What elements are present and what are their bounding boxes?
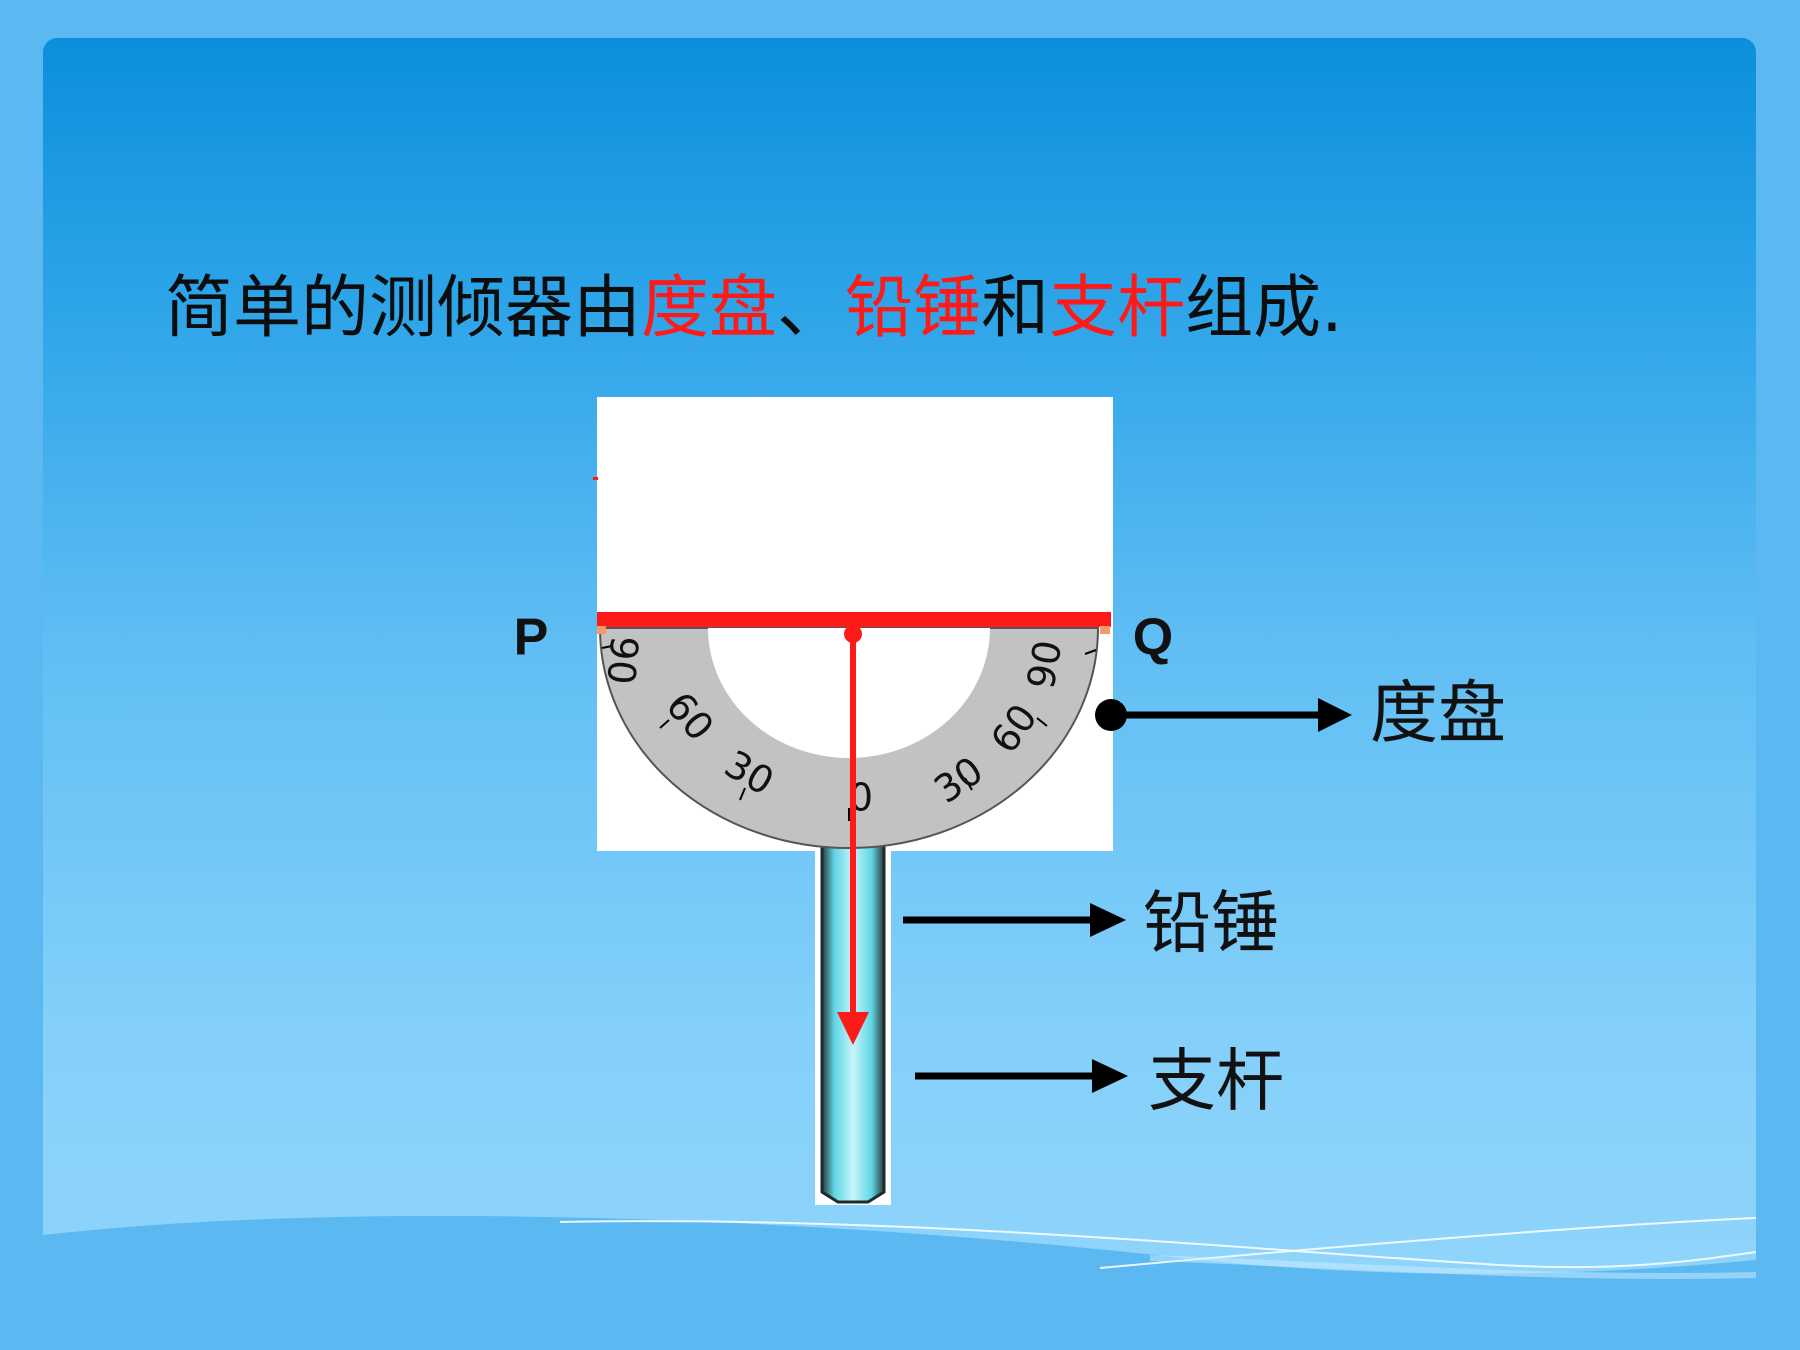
red-tick-mark xyxy=(593,477,598,480)
plumb-callout: 铅锤 xyxy=(903,885,1279,964)
title-term-plumb: 铅锤 xyxy=(845,269,982,348)
scale-right-90: 90 xyxy=(1019,637,1071,692)
rod-callout: 支杆 xyxy=(915,1043,1284,1122)
title-part-1: 简单的测倾器由 xyxy=(165,269,642,348)
dial-label: 度盘 xyxy=(1370,675,1506,754)
bottom-wave-decoration xyxy=(43,1215,1757,1350)
title-part-2: 、 xyxy=(777,269,846,348)
base-right-corner xyxy=(1100,626,1110,634)
point-p-label: P xyxy=(514,609,549,667)
point-q-label: Q xyxy=(1133,609,1173,667)
title-term-dial: 度盘 xyxy=(641,269,778,348)
title-part-3: 和 xyxy=(981,269,1050,348)
base-left-corner xyxy=(597,626,606,634)
title-part-4: 组成. xyxy=(1185,269,1343,348)
rod-label: 支杆 xyxy=(1148,1043,1284,1122)
plumb-line xyxy=(837,625,869,1045)
title-term-rod: 支杆 xyxy=(1049,269,1186,348)
dial-callout: 度盘 xyxy=(1095,675,1506,754)
protractor-dial: 90 60 30 0 30 60 90 xyxy=(598,627,1100,849)
plumb-label: 铅锤 xyxy=(1143,885,1279,964)
scale-left-90: 90 xyxy=(598,634,646,686)
slide-title: 简单的测倾器由度盘、铅锤和支杆组成. xyxy=(165,268,1343,350)
pq-base-line xyxy=(597,612,1111,627)
